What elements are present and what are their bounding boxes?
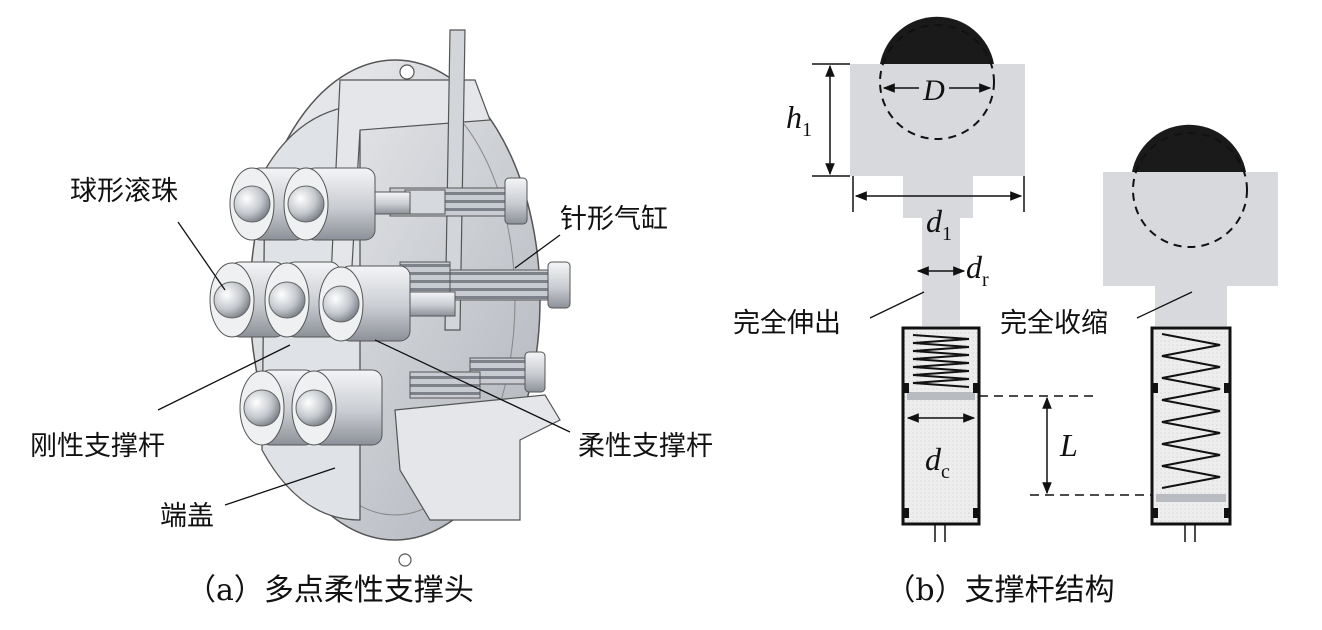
dim-d1-label: d1 [926,203,952,245]
label-rigid-rod: 刚性支撑杆 [30,431,165,462]
label-fully-retracted: 完全收缩 [1000,308,1108,339]
ball [233,185,271,223]
dim-dr-label: dr [966,249,989,291]
spring-compressed [912,334,970,388]
caption-b: （b）支撑杆结构 [885,573,1114,608]
piston [1156,494,1226,502]
dim-h1-label: h1 [786,99,812,141]
label-fully-extended: 完全伸出 [733,308,841,339]
ball [268,281,306,319]
label-ball: 球形滚珠 [70,176,178,207]
needle-cylinder [409,371,481,399]
ball [322,285,360,323]
bolt-hole [398,553,412,567]
dimension-L [979,395,1160,496]
bracket-plate [444,29,466,331]
bolt-hole [399,64,415,80]
piston [907,392,975,400]
support-rod [291,369,383,446]
support-head-illustration [209,29,571,567]
ball [295,389,333,427]
bracket-bottom [394,394,561,521]
dim-D-label: D [922,74,945,107]
dimension-h1 [812,63,850,177]
ball-outline [879,24,995,140]
ball-outline [1132,132,1248,248]
dim-dc-label: dc [925,441,950,483]
leader-retracted [1136,291,1193,319]
ball [287,185,325,223]
ball-cap [880,16,994,64]
dim-L-label: L [1059,427,1078,463]
label-end-cap: 端盖 [160,501,214,532]
rod-retracted [1103,124,1278,542]
spring-extended [1161,333,1221,489]
label-flexible-rod: 柔性支撑杆 [578,431,713,462]
rod-head [1103,172,1278,286]
leader-lines-a [157,221,571,506]
dimension-d1 [852,176,1025,212]
caption-a: （a）多点柔性支撑头 [186,573,474,608]
support-rod [283,167,376,241]
leader-extended [869,291,925,319]
ball-cap [1132,124,1246,172]
ball [213,281,251,319]
ball [243,389,281,427]
support-rod [318,265,411,342]
label-needle-cylinder: 针形气缸 [560,204,668,235]
